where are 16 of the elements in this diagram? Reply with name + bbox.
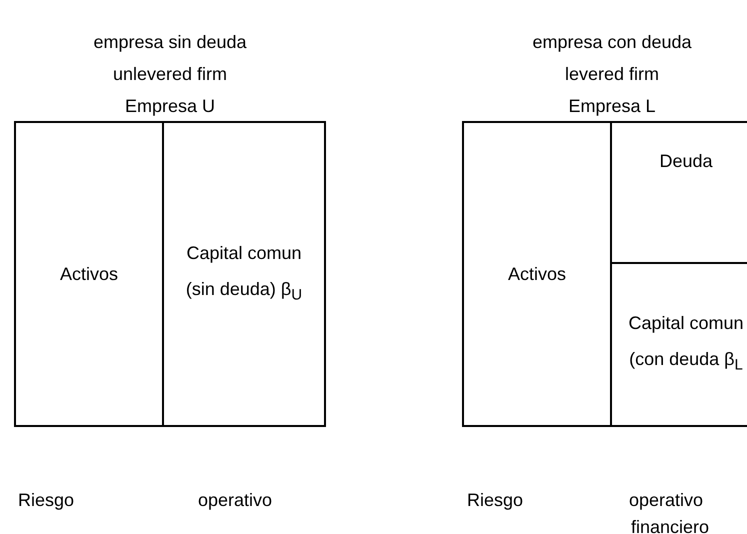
heading-text: levered firm [564,63,660,86]
section-label: Capital comun (sin deuda) β$_{U}$ [184,242,304,306]
heading-text: empresa sin deuda [93,31,247,54]
risk-label: financiero [631,516,710,534]
heading-text: unlevered firm [112,63,228,86]
section-label: Activos [506,263,568,286]
section-label: Capital comun (con deuda β$_{L}$ [627,312,745,376]
heading-text: Empresa U [124,95,216,118]
section-label: Deuda [658,150,714,173]
heading-text: Empresa L [568,95,656,118]
risk-label: Riesgo [467,489,524,511]
risk-label: Riesgo [18,489,74,511]
heading-text: empresa con deuda [532,31,692,54]
risk-label: operativo [198,489,272,511]
section-label: Activos [58,263,120,286]
risk-label: operativo [629,489,704,511]
